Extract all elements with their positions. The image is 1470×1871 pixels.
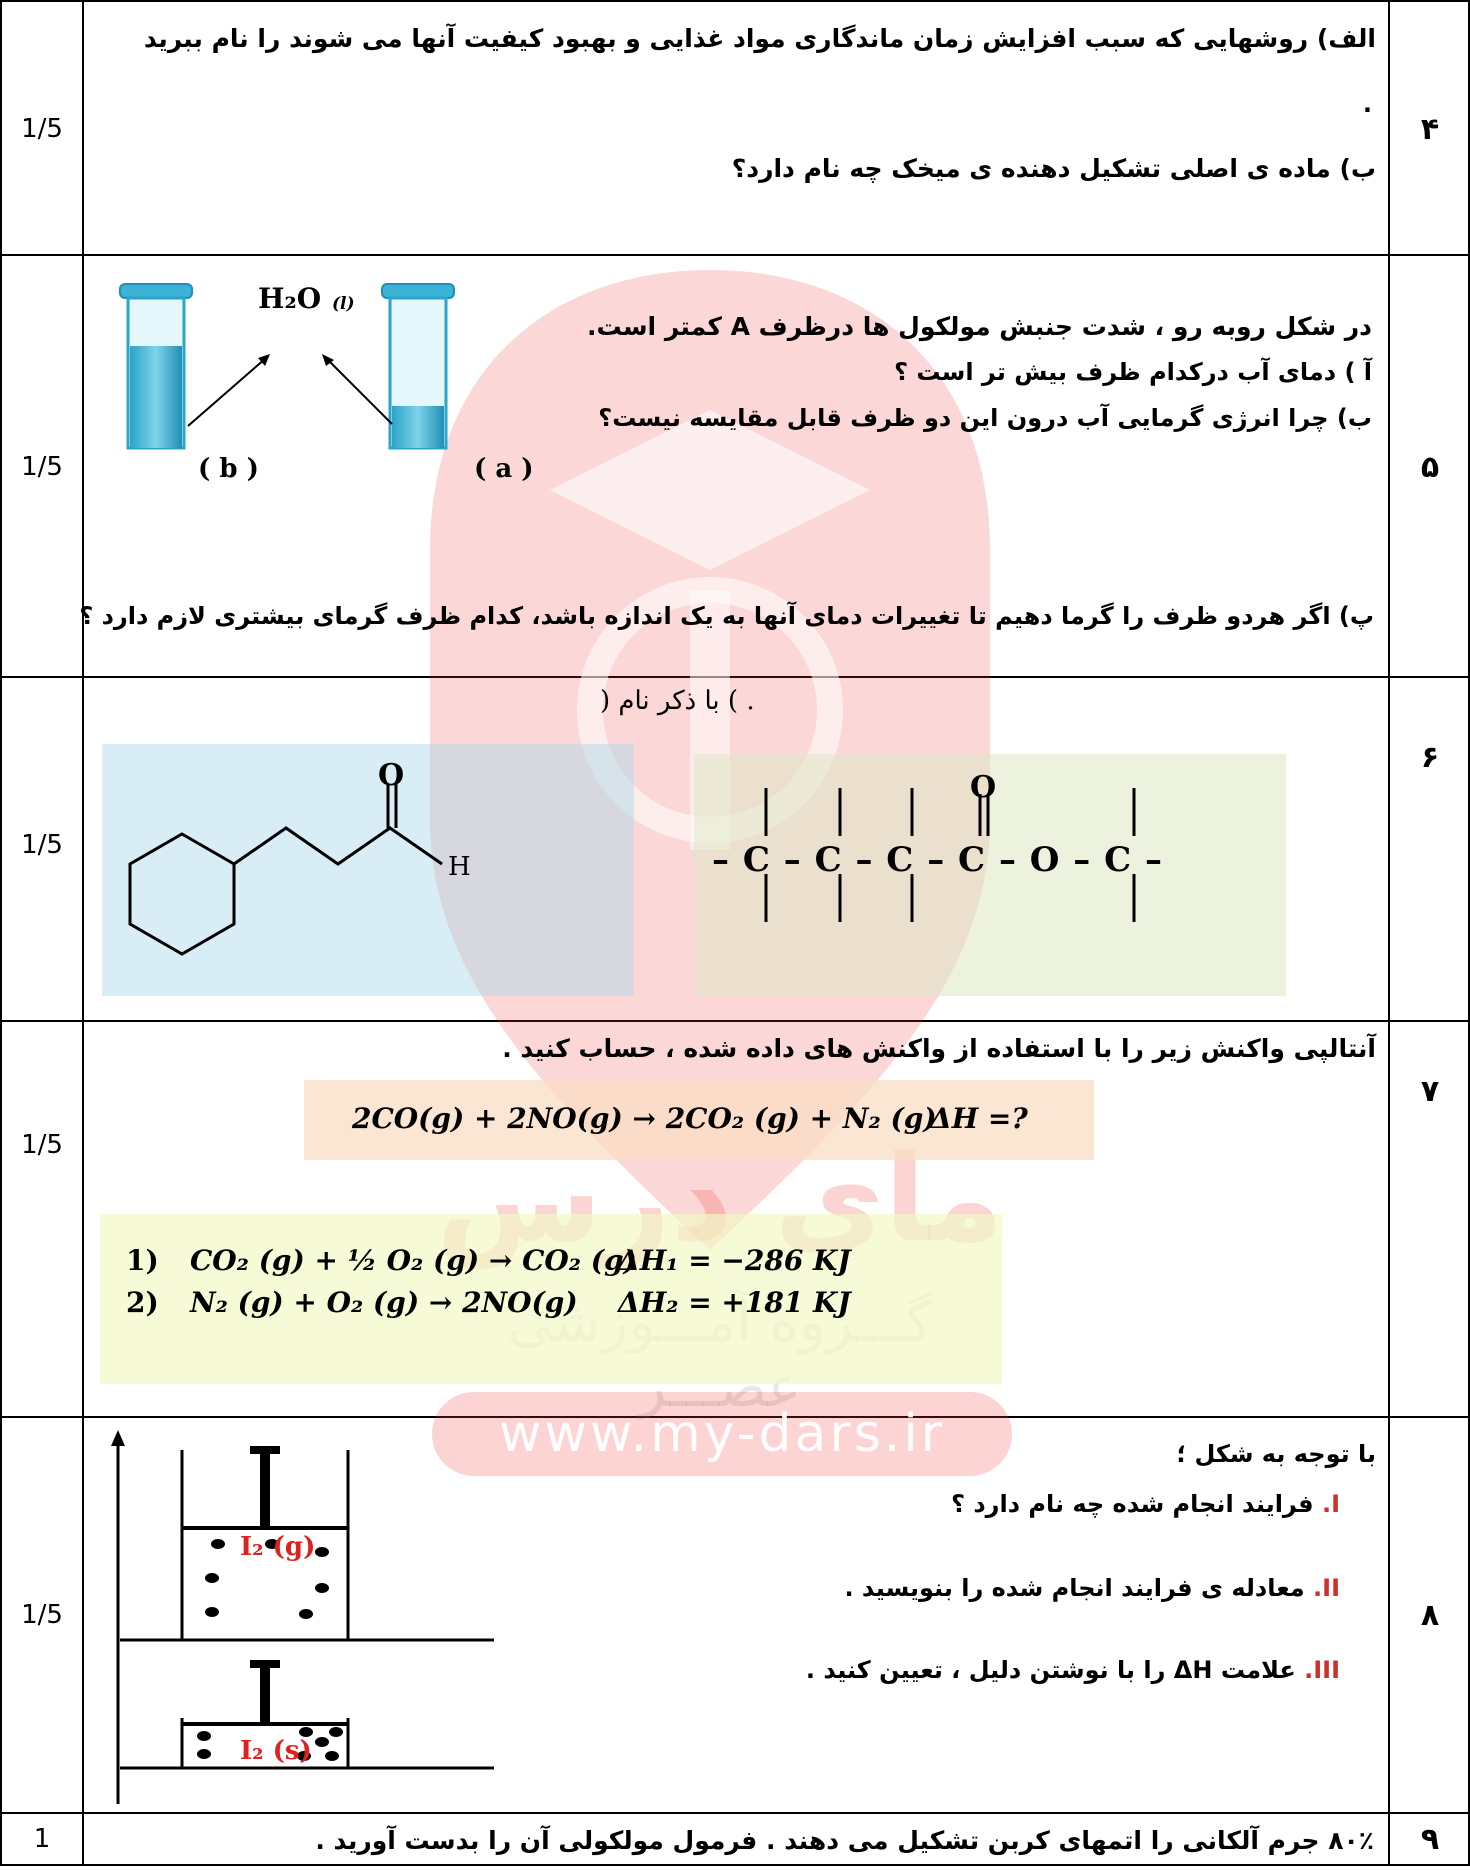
- question-a: آ ) دمای آب درکدام ظرف بیش تر است ؟: [894, 358, 1372, 386]
- question-p: پ) اگر هردو ظرف را گرما دهیم تا تغییرات …: [79, 602, 1374, 630]
- main-delta-h: ΔH =?: [930, 1102, 1028, 1135]
- reaction-1-number: 1): [126, 1244, 159, 1277]
- sub-question-i: I. فرایند انجام شده چه نام دارد ؟: [951, 1490, 1340, 1518]
- question-text: ۸۰٪ جرم آلکانی را اتمهای کربن تشکیل می د…: [315, 1826, 1374, 1855]
- main-equation: 2CO(g) + 2NO(g) → 2CO₂ (g) + N₂ (g): [352, 1102, 937, 1135]
- score: 1/5: [21, 1130, 63, 1160]
- ester-chain: – C – C – C – C – O – C –: [712, 840, 1163, 880]
- question-number: ۶: [1420, 740, 1440, 775]
- question-prompt: . ) با ذکر نام (: [600, 686, 755, 716]
- solid-label: I₂ (s): [240, 1736, 312, 1766]
- question-text: آنتالپی واکنش زیر را با استفاده از واکنش…: [502, 1034, 1376, 1063]
- question-row-4: 1/5 ۴ الف) روشهایی که سبب افزایش زمان ما…: [0, 0, 1470, 258]
- dot: .: [1362, 90, 1372, 118]
- score: 1/5: [21, 1600, 63, 1630]
- aldehyde-hydrogen: H: [448, 852, 471, 882]
- question-row-8: 1/5 ۸: [0, 1416, 1470, 1816]
- score: 1: [33, 1824, 51, 1854]
- reaction-2: N₂ (g) + O₂ (g) → 2NO(g): [190, 1286, 578, 1319]
- score: 1/5: [21, 452, 63, 482]
- reaction-1-delta-h: ΔH₁ = −286 KJ: [618, 1244, 851, 1277]
- reaction-2-number: 2): [126, 1286, 159, 1319]
- question-intro: در شکل روبه رو ، شدت جنبش مولکول ها درظر…: [587, 312, 1372, 341]
- question-row-9: 1 ۹ ۸۰٪ جرم آلکانی را اتمهای کربن تشکیل …: [0, 1812, 1470, 1866]
- water-formula: H₂O: [258, 282, 322, 315]
- aldehyde-oxygen: O: [378, 758, 405, 793]
- piston-diagram: [111, 1430, 494, 1804]
- main-equation-box: [304, 1080, 1094, 1160]
- question-be: ب) ماده ی اصلی تشکیل دهنده ی میخک چه نام…: [731, 154, 1376, 183]
- question-intro: با توجه به شکل ؛: [1176, 1440, 1377, 1468]
- score: 1/5: [21, 830, 63, 860]
- given-reactions-box: [100, 1214, 1002, 1384]
- tube-b-label: ( b ): [198, 454, 259, 484]
- water-state: (l): [332, 294, 355, 314]
- roman-ii: II.: [1313, 1574, 1340, 1602]
- sub-question-iii: III. علامت ΔH را با نوشتن دلیل ، تعیین ک…: [805, 1656, 1340, 1684]
- sub-question-ii: II. معادله ی فرایند انجام شده را بنویسید…: [844, 1574, 1340, 1602]
- ester-carbonyl-oxygen: O: [970, 770, 997, 805]
- question-row-5: 1/5 ۵ H₂O (l): [0, 254, 1470, 680]
- question-alef: الف) روشهایی که سبب افزایش زمان ماندگاری…: [143, 24, 1376, 53]
- molecule-box-left: [102, 744, 634, 996]
- question-row-7: 1/5 ۷ آنتالپی واکنش زیر را با استفاده از…: [0, 1020, 1470, 1420]
- question-number: ۷: [1420, 1074, 1440, 1109]
- score: 1/5: [21, 114, 63, 144]
- gas-label: I₂ (g): [240, 1532, 316, 1562]
- roman-iii: III.: [1304, 1656, 1340, 1684]
- question-number: ۴: [1420, 112, 1440, 147]
- roman-i: I.: [1321, 1490, 1340, 1518]
- question-number: ۸: [1420, 1598, 1440, 1633]
- watermark-site: www.my-dars.ir: [432, 1392, 1012, 1476]
- cyclohexyl-aldehyde-structure: [128, 784, 443, 956]
- test-tubes-figure: [119, 283, 455, 450]
- question-b: ب) چرا انرژی گرمایی آب درون این دو ظرف ق…: [598, 404, 1372, 432]
- reaction-1: CO₂ (g) + ½ O₂ (g) → CO₂ (g): [190, 1244, 637, 1277]
- tube-a-label: ( a ): [474, 454, 534, 484]
- question-number: ۵: [1420, 450, 1440, 485]
- question-row-6: 1/5 ۶ . ) با ذکر نام ( O H O – C – C: [0, 676, 1470, 1024]
- question-number: ۹: [1420, 1822, 1440, 1857]
- reaction-2-delta-h: ΔH₂ = +181 KJ: [618, 1286, 851, 1319]
